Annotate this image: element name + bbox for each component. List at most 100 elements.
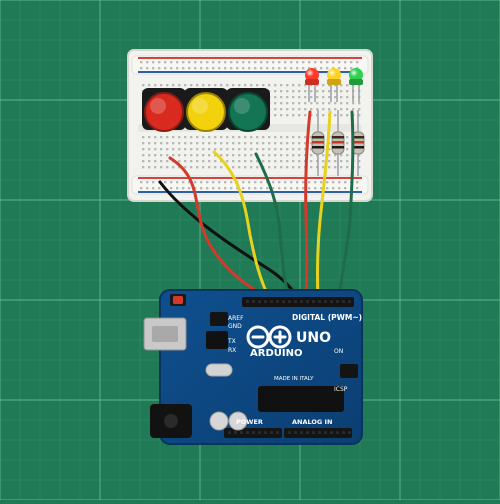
breadboard-hole: [160, 154, 163, 157]
breadboard-hole: [196, 84, 199, 87]
breadboard-hole: [262, 142, 265, 145]
breadboard-hole: [256, 136, 259, 139]
header-pin: [258, 300, 261, 303]
breadboard-hole: [322, 108, 325, 111]
breadboard: [127, 49, 373, 202]
breadboard-hole: [304, 114, 307, 117]
breadboard-hole: [160, 142, 163, 145]
header-pin: [330, 300, 333, 303]
breadboard-hole: [142, 166, 145, 169]
breadboard-hole: [184, 160, 187, 163]
breadboard-hole: [338, 187, 341, 190]
breadboard-hole: [238, 154, 241, 157]
pushbutton-green: [226, 88, 270, 132]
breadboard-hole: [350, 61, 353, 64]
breadboard-hole: [304, 136, 307, 139]
pushbutton-red-cap: [144, 92, 184, 132]
breadboard-hole: [290, 67, 293, 70]
breadboard-hole: [154, 84, 157, 87]
breadboard-hole: [248, 181, 251, 184]
breadboard-hole: [304, 96, 307, 99]
breadboard-hole: [236, 61, 239, 64]
breadboard-hole: [226, 154, 229, 157]
breadboard-hole: [346, 96, 349, 99]
breadboard-hole: [148, 154, 151, 157]
breadboard-hole: [284, 67, 287, 70]
breadboard-hole: [178, 142, 181, 145]
breadboard-hole: [184, 84, 187, 87]
resistor-1-band-2: [312, 141, 324, 144]
breadboard-hole: [286, 108, 289, 111]
breadboard-hole: [166, 166, 169, 169]
breadboard-hole: [280, 166, 283, 169]
header-pin: [246, 431, 249, 434]
breadboard-hole: [314, 181, 317, 184]
breadboard-hole: [190, 84, 193, 87]
breadboard-hole: [350, 67, 353, 70]
breadboard-hole: [286, 114, 289, 117]
breadboard-hole: [146, 187, 149, 190]
breadboard-hole: [272, 67, 275, 70]
icsp-header-2: [340, 364, 358, 378]
breadboard-hole: [262, 160, 265, 163]
breadboard-hole: [190, 148, 193, 151]
breadboard-hole: [200, 67, 203, 70]
breadboard-hole: [320, 187, 323, 190]
header-pin: [294, 300, 297, 303]
breadboard-hole: [152, 61, 155, 64]
breadboard-hole: [278, 181, 281, 184]
breadboard-hole: [346, 148, 349, 151]
breadboard-hole: [284, 187, 287, 190]
breadboard-hole: [196, 136, 199, 139]
breadboard-hole: [298, 96, 301, 99]
breadboard-hole: [292, 96, 295, 99]
breadboard-hole: [148, 166, 151, 169]
breadboard-hole: [268, 84, 271, 87]
breadboard-hole: [346, 160, 349, 163]
usb-connector-inner: [152, 326, 178, 342]
breadboard-hole: [344, 187, 347, 190]
breadboard-hole: [280, 160, 283, 163]
breadboard-hole: [352, 102, 355, 105]
resistor-3-band-1: [352, 136, 364, 139]
resistor-3: [351, 110, 365, 176]
breadboard-hole: [308, 61, 311, 64]
breadboard-hole: [214, 84, 217, 87]
breadboard-hole: [214, 148, 217, 151]
breadboard-hole: [358, 108, 361, 111]
breadboard-hole: [320, 67, 323, 70]
breadboard-hole: [280, 84, 283, 87]
pushbutton-yellow-cap: [186, 92, 226, 132]
breadboard-hole: [254, 187, 257, 190]
breadboard-hole: [196, 166, 199, 169]
breadboard-hole: [224, 67, 227, 70]
breadboard-hole: [296, 187, 299, 190]
breadboard-hole: [340, 84, 343, 87]
breadboard-hole: [292, 108, 295, 111]
breadboard-hole: [142, 160, 145, 163]
arduino-digital-header: [242, 297, 354, 307]
breadboard-hole: [346, 114, 349, 117]
header-pin: [276, 431, 279, 434]
breadboard-hole: [292, 142, 295, 145]
board-on-label: ON: [334, 348, 343, 355]
breadboard-hole: [292, 90, 295, 93]
breadboard-hole: [298, 154, 301, 157]
breadboard-hole: [298, 90, 301, 93]
breadboard-hole: [226, 136, 229, 139]
led-yellow-base: [327, 79, 341, 85]
breadboard-hole: [298, 108, 301, 111]
breadboard-hole: [262, 154, 265, 157]
breadboard-hole: [244, 142, 247, 145]
breadboard-hole: [280, 154, 283, 157]
breadboard-hole: [326, 67, 329, 70]
breadboard-hole: [200, 61, 203, 64]
breadboard-hole: [208, 148, 211, 151]
breadboard-hole: [310, 96, 313, 99]
header-pin: [342, 300, 345, 303]
breadboard-hole: [334, 90, 337, 93]
breadboard-hole: [208, 84, 211, 87]
breadboard-hole: [346, 166, 349, 169]
breadboard-hole: [188, 67, 191, 70]
header-pin: [240, 431, 243, 434]
